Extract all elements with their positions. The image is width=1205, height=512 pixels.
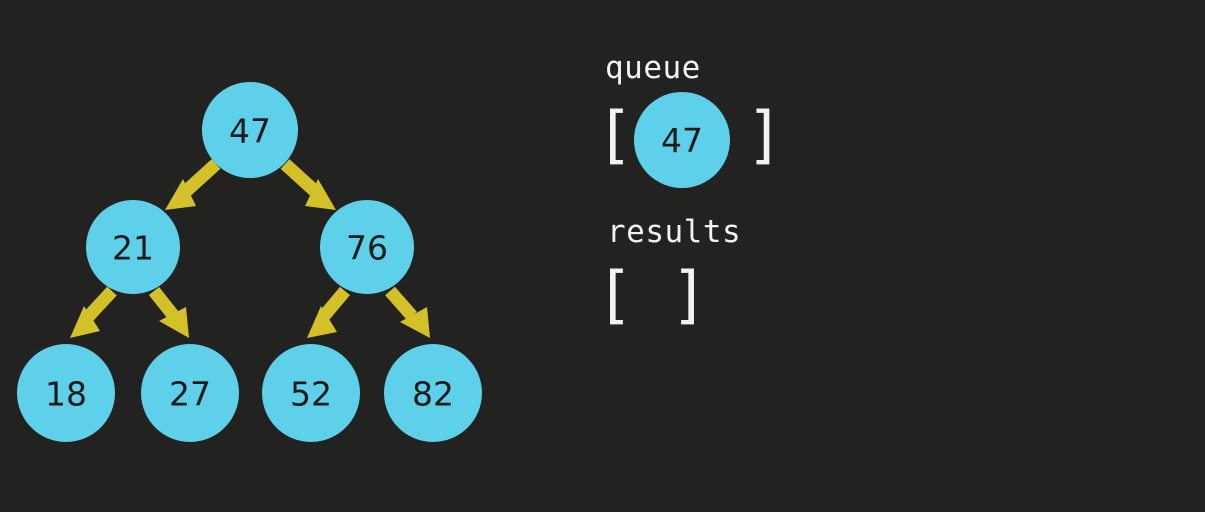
tree-node-52[interactable]: 52 [262, 344, 360, 442]
node-circle[interactable] [86, 200, 180, 294]
tree-node-21[interactable]: 21 [86, 200, 180, 294]
tree-nodes: 47 21 76 18 27 52 [17, 82, 482, 442]
node-label: 76 [346, 229, 388, 268]
tree-node-27[interactable]: 27 [141, 344, 239, 442]
node-label: 47 [229, 112, 271, 151]
edge-47-to-21 [165, 159, 221, 210]
queue-item[interactable]: 47 [634, 92, 730, 188]
tree-node-76[interactable]: 76 [320, 200, 414, 294]
node-circle[interactable] [320, 200, 414, 294]
tree-node-18[interactable]: 18 [17, 344, 115, 442]
node-label: 18 [45, 375, 87, 414]
tree-node-47[interactable]: 47 [202, 82, 298, 178]
node-label: 21 [112, 229, 154, 268]
queue-label: queue [605, 50, 701, 86]
node-circle[interactable] [384, 344, 482, 442]
tree-node-82[interactable]: 82 [384, 344, 482, 442]
results-label: results [607, 214, 742, 250]
edge-76-to-82 [385, 286, 430, 338]
node-circle[interactable] [262, 344, 360, 442]
tree-edges [70, 159, 430, 338]
node-circle[interactable] [202, 82, 298, 178]
node-circle[interactable] [141, 344, 239, 442]
node-circle[interactable] [17, 344, 115, 442]
edge-47-to-76 [280, 159, 336, 210]
edge-76-to-52 [307, 286, 350, 338]
node-label: 82 [412, 375, 454, 414]
node-label: 27 [169, 375, 211, 414]
queue-bracket-close: ] [746, 98, 784, 171]
node-label: 52 [290, 375, 332, 414]
edge-21-to-27 [148, 286, 189, 338]
results-brackets: [ ] [596, 258, 708, 331]
queue-bracket-open: [ [596, 98, 634, 171]
edge-21-to-18 [70, 286, 117, 338]
